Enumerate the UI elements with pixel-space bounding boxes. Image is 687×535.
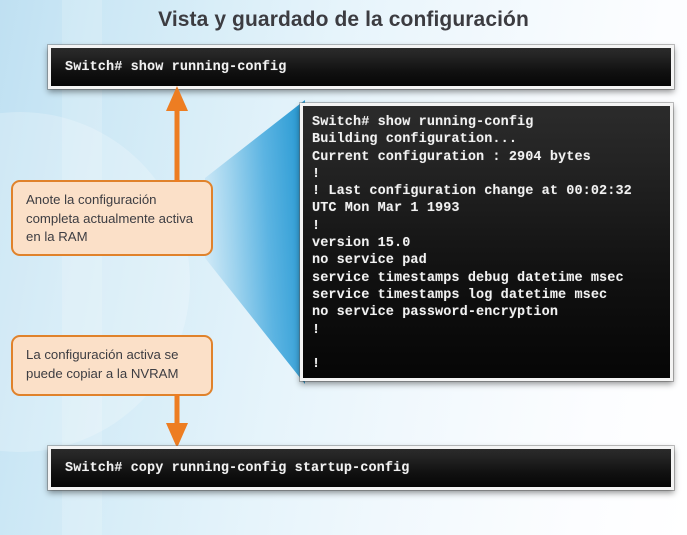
callout-nvram-text: La configuración activa se puede copiar …	[26, 347, 179, 381]
terminal-line: Current configuration : 2904 bytes	[312, 149, 591, 165]
terminal-line: version 15.0	[312, 236, 411, 252]
terminal-window-show-running-config: Switch# show running-config	[48, 45, 674, 89]
terminal-line	[312, 339, 670, 356]
terminal-line: no service pad	[312, 253, 427, 269]
terminal-line: Switch# show running-config	[65, 60, 287, 75]
arrow-down-icon	[163, 394, 191, 448]
page-title: Vista y guardado de la configuración	[158, 8, 529, 31]
terminal-line: UTC Mon Mar 1 1993	[312, 201, 460, 217]
magnifier-wedge-connector	[205, 100, 305, 384]
terminal-line: !	[312, 322, 321, 338]
terminal-line: !	[312, 218, 321, 234]
callout-nvram: La configuración activa se puede copiar …	[11, 335, 213, 396]
terminal-line: !	[312, 357, 321, 373]
terminal-line: service timestamps log datetime msec	[312, 287, 608, 303]
terminal-line: ! Last configuration change at 00:02:32	[312, 184, 632, 200]
terminal-window-running-config-output: Switch# show running-config Building con…	[300, 103, 673, 381]
terminal-line: Switch# show running-config	[312, 115, 534, 130]
background-circle-decoration	[0, 112, 190, 452]
terminal-window-copy-running-config: Switch# copy running-config startup-conf…	[48, 446, 674, 490]
terminal-line: Switch# copy running-config startup-conf…	[65, 461, 410, 476]
terminal-line: service timestamps debug datetime msec	[312, 270, 624, 286]
terminal-line: Building configuration...	[312, 132, 518, 148]
callout-ram-text: Anote la configuración completa actualme…	[26, 192, 194, 244]
terminal-line: no service password-encryption	[312, 305, 559, 321]
terminal-top-body: Switch# show running-config	[51, 48, 671, 76]
terminal-detail-body: Switch# show running-config Building con…	[303, 106, 670, 373]
callout-ram: Anote la configuración completa actualme…	[11, 180, 213, 256]
terminal-line: !	[312, 166, 321, 182]
arrow-up-icon	[163, 86, 191, 182]
terminal-bottom-body: Switch# copy running-config startup-conf…	[51, 449, 671, 477]
